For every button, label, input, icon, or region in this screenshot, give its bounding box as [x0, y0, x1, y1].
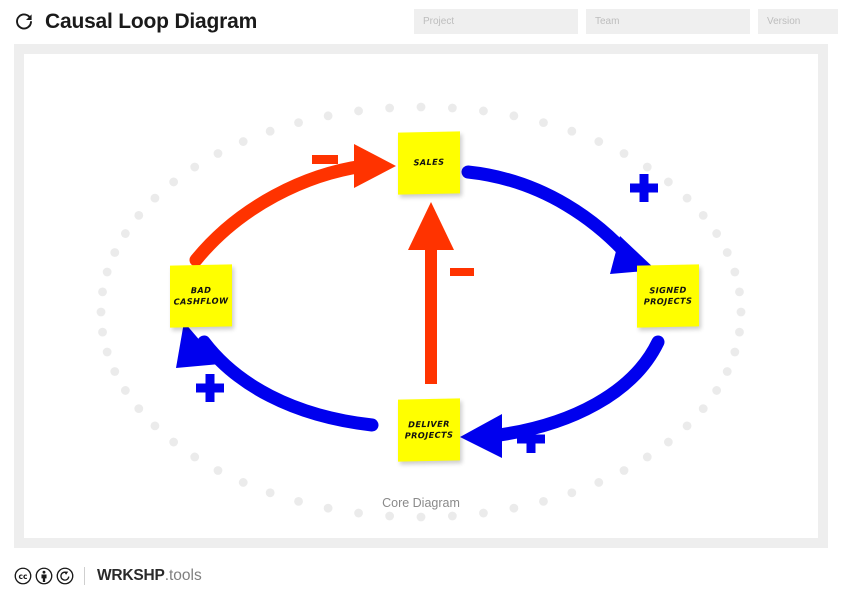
node-label: PROJECTS: [643, 295, 693, 307]
cc-by-icon[interactable]: [35, 567, 53, 585]
node-signed-projects[interactable]: SIGNED PROJECTS: [637, 264, 699, 328]
cc-sa-icon[interactable]: [56, 567, 74, 585]
footer-divider: [84, 566, 85, 585]
brand-wordmark[interactable]: WRKSHP.tools: [97, 567, 202, 585]
svg-text:cc: cc: [18, 572, 28, 581]
brand-strong: WRKSHP: [97, 566, 165, 584]
page-footer: cc: [0, 556, 842, 595]
node-deliver-projects[interactable]: DELIVER PROJECTS: [398, 398, 460, 462]
node-label: SIGNED: [649, 284, 687, 296]
footer-license-group: cc: [0, 566, 202, 585]
link-signed-to-deliver[interactable]: [460, 335, 665, 458]
polarity-sign-minus-deliver-sales: [448, 258, 476, 291]
polarity-sign-plus-signed-deliver: [515, 423, 547, 460]
polarity-sign-plus-sales-signed: [628, 172, 660, 209]
link-deliver-to-sales[interactable]: [408, 202, 454, 384]
core-diagram-label: Core Diagram: [382, 496, 460, 510]
polarity-sign-plus-deliver-cashflow: [194, 372, 226, 409]
link-cashflow-to-sales[interactable]: [189, 144, 396, 267]
polarity-sign-minus-cashflow-sales: [310, 144, 340, 179]
team-field[interactable]: [586, 9, 750, 34]
node-label: BAD: [190, 284, 212, 296]
page-title: Causal Loop Diagram: [45, 10, 258, 33]
diagram-canvas-frame: SALES SIGNED PROJECTS DELIVER PROJECTS B…: [14, 44, 828, 548]
node-sales[interactable]: SALES: [398, 131, 460, 195]
page-header: Causal Loop Diagram: [0, 0, 842, 44]
node-label: SALES: [413, 157, 445, 168]
node-bad-cashflow[interactable]: BAD CASHFLOW: [170, 264, 232, 328]
diagram-canvas[interactable]: SALES SIGNED PROJECTS DELIVER PROJECTS B…: [24, 54, 818, 538]
node-label: PROJECTS: [404, 429, 454, 441]
creative-commons-icons: cc: [14, 567, 74, 585]
node-label: DELIVER: [408, 418, 450, 430]
version-field[interactable]: [758, 9, 838, 34]
system-boundary-ellipse: [96, 102, 746, 522]
node-label: CASHFLOW: [173, 295, 229, 307]
link-deliver-to-cashflow[interactable]: [176, 322, 379, 432]
brand-light: .tools: [164, 566, 202, 584]
title-group: Causal Loop Diagram: [0, 10, 257, 34]
header-meta-fields: [414, 9, 838, 34]
cc-icon[interactable]: cc: [14, 567, 32, 585]
project-field[interactable]: [414, 9, 578, 34]
refresh-icon[interactable]: [14, 12, 34, 32]
